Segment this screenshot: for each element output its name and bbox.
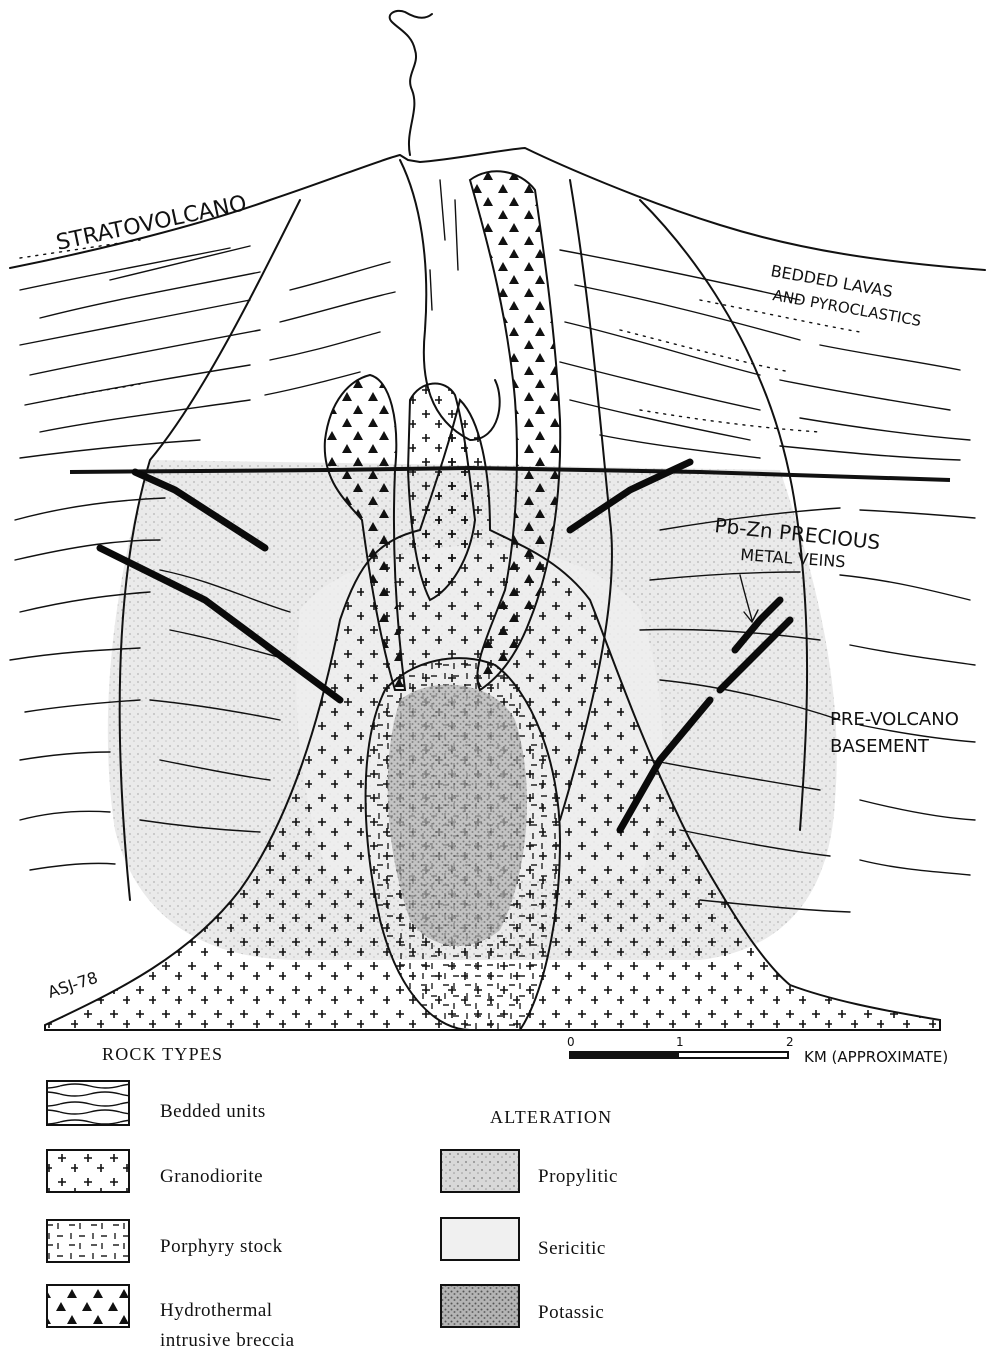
potassic-core — [388, 685, 527, 946]
scale-tick-0: 0 — [567, 1035, 575, 1049]
basement-label-1: PRE-VOLCANO — [830, 709, 959, 730]
eruption-plume — [390, 11, 432, 155]
signature: ASJ-78 — [45, 968, 100, 1002]
legend-propylitic: Propylitic — [538, 1166, 618, 1187]
basement-label-2: BASEMENT — [830, 736, 930, 757]
legend-intrusive-breccia: intrusive breccia — [160, 1330, 295, 1351]
legend-granodiorite: Granodiorite — [160, 1166, 263, 1187]
legend-sericitic: Sericitic — [538, 1238, 606, 1259]
scale-bar: 0 1 2 KM (APPROXIMATE) — [567, 1035, 948, 1066]
swatch-porphyry-fill — [48, 1221, 128, 1261]
swatch-propylitic — [441, 1150, 519, 1192]
swatch-breccia-fill — [48, 1286, 128, 1326]
swatch-granodiorite-fill — [48, 1151, 128, 1191]
swatch-sericitic — [441, 1218, 519, 1260]
scale-tick-2: 2 — [786, 1035, 794, 1049]
legend-porphyry-stock: Porphyry stock — [160, 1236, 283, 1257]
legend-hydrothermal: Hydrothermal — [160, 1300, 273, 1321]
stratovolcano-label: STRATOVOLCANO — [54, 191, 249, 256]
swatch-bedded-fill — [48, 1082, 128, 1124]
swatch-potassic — [441, 1285, 519, 1327]
rock-types-title: ROCK TYPES — [102, 1044, 223, 1064]
cross-section — [10, 11, 985, 1030]
alteration-title: ALTERATION — [490, 1107, 612, 1127]
legend-potassic: Potassic — [538, 1302, 604, 1323]
legend: ROCK TYPES Bedded units Granodiorite Por… — [47, 1044, 618, 1351]
scale-tick-1: 1 — [676, 1035, 684, 1049]
legend-bedded-units: Bedded units — [160, 1101, 266, 1122]
scale-unit: KM (APPROXIMATE) — [804, 1048, 948, 1066]
